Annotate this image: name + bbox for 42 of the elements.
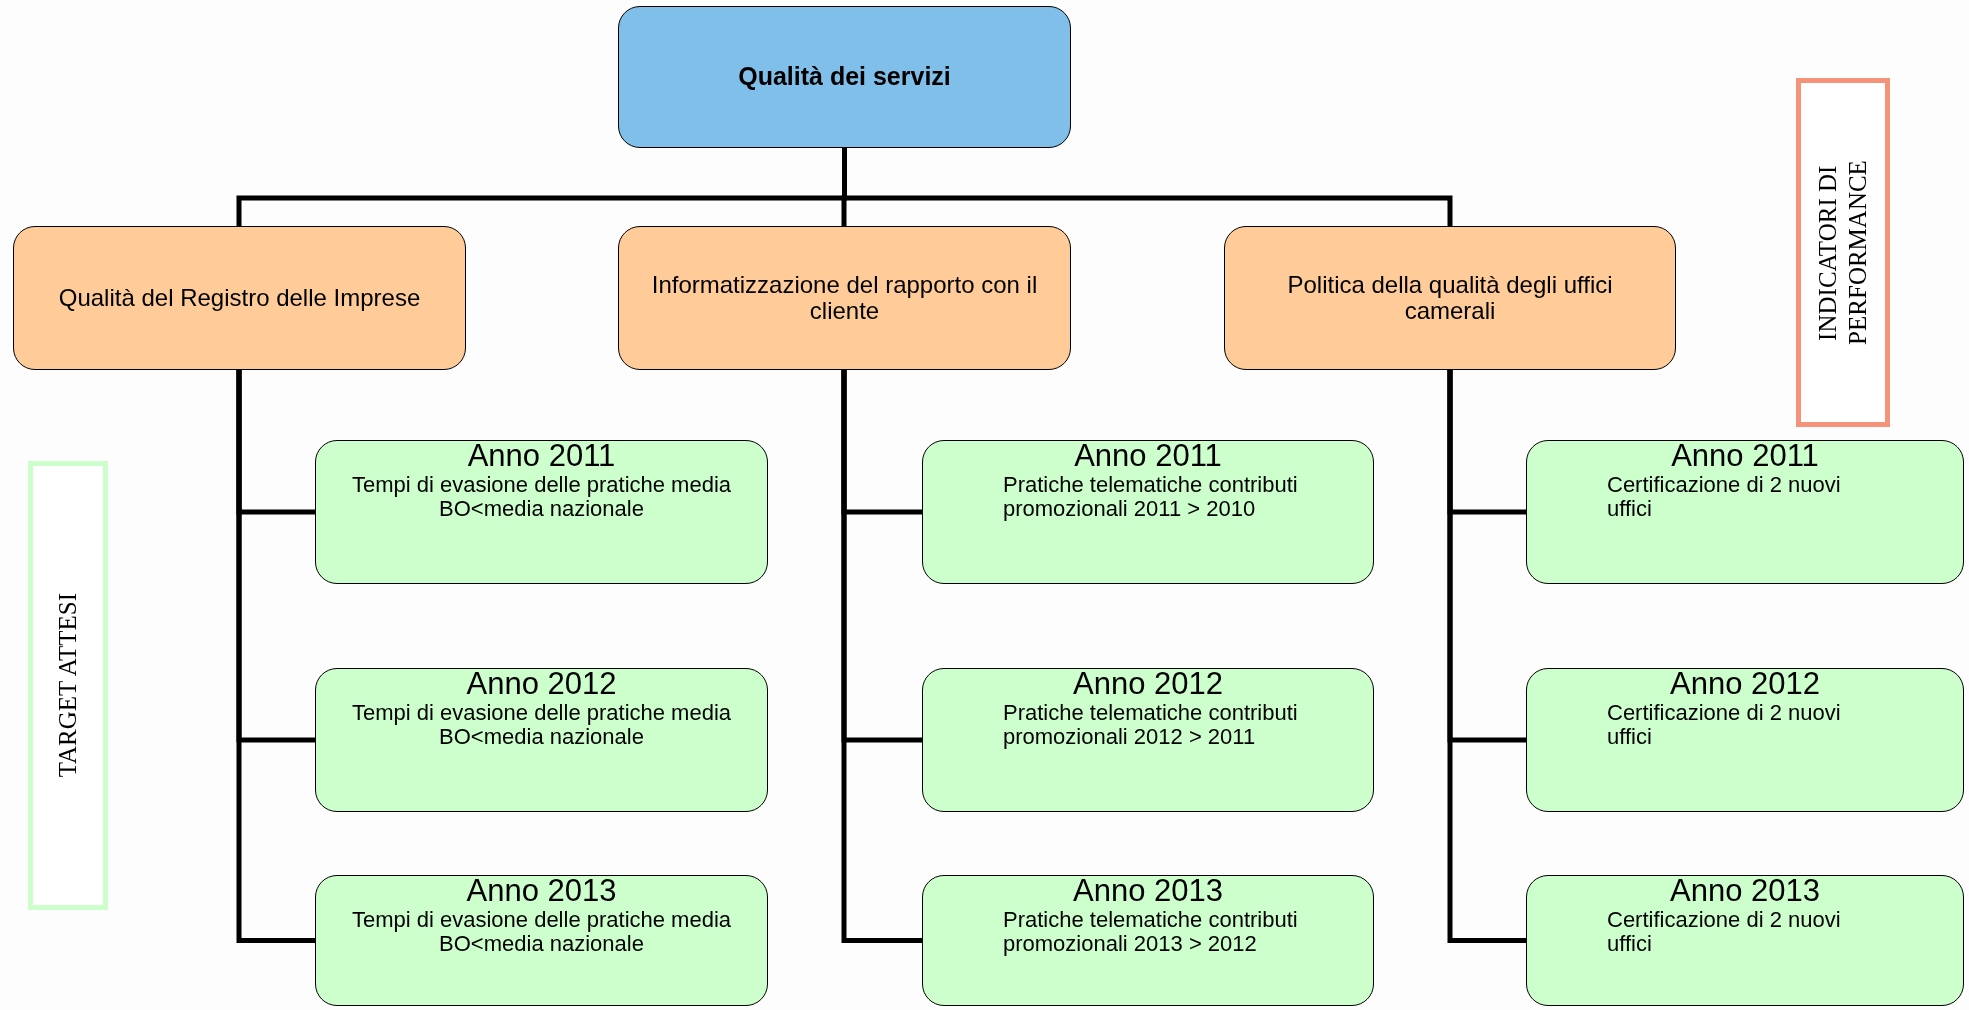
target-box <box>315 668 768 812</box>
target-box <box>922 875 1374 1006</box>
side-label-box <box>28 461 108 910</box>
year-heading: Anno 2012 <box>466 667 617 702</box>
target-text: Pratiche telematiche contributi promozionali 2012 > 2011 <box>1003 701 1299 749</box>
connector-line <box>236 370 315 943</box>
target-text: Tempi di evasione delle pratiche media BO<media nazionale <box>350 701 733 749</box>
year-heading: Anno 2012 <box>1073 667 1223 702</box>
area-box <box>618 226 1071 370</box>
target-text: Pratiche telematiche contributi promozionali 2011 > 2010 <box>1003 473 1299 521</box>
vertical-heading: INDICATORI DI PERFORMANCE <box>1813 159 1872 347</box>
target-text: Tempi di evasione delle pratiche media BO<media nazionale <box>350 908 733 956</box>
box-title: Qualità del Registro delle Imprese <box>58 284 421 312</box>
connector-line <box>841 370 922 943</box>
year-heading: Anno 2013 <box>466 874 617 909</box>
target-text: Certificazione di 2 nuovi uffici <box>1607 908 1842 956</box>
year-heading: Anno 2011 <box>1074 439 1222 474</box>
area-box <box>13 226 466 370</box>
connector-line <box>1447 370 1526 943</box>
box-title: Informatizzazione del rapporto con il cliente <box>650 271 1039 325</box>
vertical-heading: TARGET ATTESI <box>53 593 82 778</box>
target-box <box>922 440 1374 584</box>
year-heading: Anno 2013 <box>1670 874 1820 909</box>
target-box <box>1526 668 1964 812</box>
goal-box <box>618 6 1071 148</box>
box-title: Qualità dei servizi <box>738 63 951 91</box>
target-box <box>922 668 1374 812</box>
target-text: Certificazione di 2 nuovi uffici <box>1607 473 1842 521</box>
target-box <box>1526 875 1964 1006</box>
area-box <box>1224 226 1676 370</box>
target-text: Pratiche telematiche contributi promozionali 2013 > 2012 <box>1003 908 1299 956</box>
year-heading: Anno 2012 <box>1670 667 1820 702</box>
target-box <box>1526 440 1964 584</box>
target-text: Certificazione di 2 nuovi uffici <box>1607 701 1842 749</box>
year-heading: Anno 2013 <box>1073 874 1223 909</box>
target-box <box>315 440 768 584</box>
target-text: Tempi di evasione delle pratiche media BO<media nazionale <box>350 473 733 521</box>
year-heading: Anno 2011 <box>1671 439 1819 474</box>
side-label-box <box>1796 78 1890 427</box>
year-heading: Anno 2011 <box>467 439 616 474</box>
box-title: Politica della qualità degli uffici camerali <box>1286 271 1614 325</box>
target-box <box>315 875 768 1006</box>
